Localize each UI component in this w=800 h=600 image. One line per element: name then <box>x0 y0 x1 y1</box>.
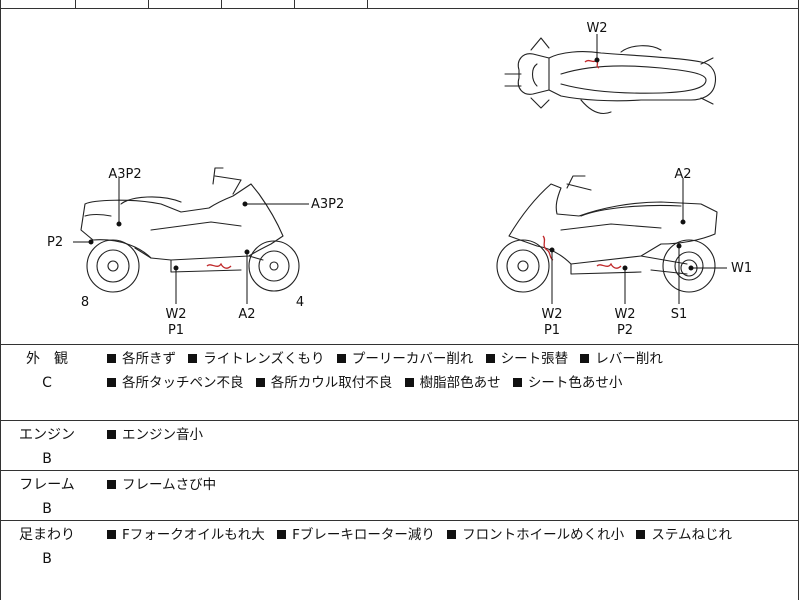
bullet-square-icon <box>107 480 116 489</box>
bullet-square-icon <box>107 530 116 539</box>
damage-mark <box>596 262 622 269</box>
bullet-square-icon <box>107 354 116 363</box>
damage-diagram-panel: W2 A3P2 A3P2 P2 W2 P1 A2 8 4 A2 W1 W2 P1… <box>1 8 799 345</box>
damage-code-label: A3P2 <box>108 167 141 182</box>
bullet-square-icon <box>636 530 646 539</box>
damage-code-label: A2 <box>238 307 255 322</box>
finding-item: フロントホイールめくれ小 <box>447 527 624 543</box>
scooter-top-view <box>504 37 717 115</box>
section-category: フレーム <box>19 477 75 493</box>
finding-item: シート色あせ小 <box>512 375 622 391</box>
bullet-square-icon <box>580 354 590 363</box>
section-label: フレーム B <box>1 473 93 521</box>
section-suspension: 足まわり B Fフォークオイルもれ大 Fブレーキローター減り フロントホイールめ… <box>1 521 799 600</box>
finding-item: プーリーカバー削れ <box>336 351 473 367</box>
bullet-square-icon <box>512 378 522 387</box>
finding-item: ライトレンズくもり <box>188 351 325 367</box>
damage-code-label: P2 <box>617 323 633 338</box>
finding-item: 各所カウル取付不良 <box>255 375 392 391</box>
finding-item: 樹脂部色あせ <box>404 375 501 391</box>
section-items: 各所きず ライトレンズくもり プーリーカバー削れ シート張替 レバー削れ 各所タ… <box>107 347 789 395</box>
header-cell <box>1 0 76 8</box>
header-cell <box>76 0 149 8</box>
damage-code-label: P1 <box>544 323 560 338</box>
bullet-square-icon <box>188 354 198 363</box>
section-items: フレームさび中 <box>107 473 789 497</box>
bullet-square-icon <box>107 430 116 439</box>
scooter-diagram: W2 A3P2 A3P2 P2 W2 P1 A2 8 4 A2 W1 W2 P1… <box>47 21 752 338</box>
section-grade: B <box>42 551 52 567</box>
section-label: 足まわり B <box>1 523 93 571</box>
finding-item: 各所タッチペン不良 <box>107 375 244 391</box>
section-category: 外 観 <box>26 351 68 367</box>
bullet-square-icon <box>255 378 265 387</box>
damage-mark <box>542 235 554 261</box>
header-cell <box>149 0 222 8</box>
finding-item: フレームさび中 <box>107 477 216 493</box>
damage-code-label: W2 <box>541 307 562 322</box>
section-frame: フレーム B フレームさび中 <box>1 471 799 521</box>
section-label: エンジン B <box>1 423 93 471</box>
bullet-square-icon <box>336 354 346 363</box>
header-cell <box>295 0 368 8</box>
section-category: 足まわり <box>19 527 75 543</box>
finding-item: シート張替 <box>485 351 568 367</box>
header-cell <box>222 0 295 8</box>
finding-item: ステムねじれ <box>636 527 732 543</box>
scooter-left-view <box>80 167 300 293</box>
section-grade: B <box>42 501 52 517</box>
damage-code-label: W1 <box>731 261 752 276</box>
bullet-square-icon <box>447 530 457 539</box>
damage-code-label: A2 <box>674 167 691 182</box>
section-category: エンジン <box>19 427 75 443</box>
finding-item: レバー削れ <box>580 351 663 367</box>
diagram-number: 4 <box>296 295 304 310</box>
finding-item: Fブレーキローター減り <box>277 527 435 543</box>
section-grade: B <box>42 451 52 467</box>
finding-item: 各所きず <box>107 351 176 367</box>
section-label: 外 観 C <box>1 347 93 395</box>
damage-marks <box>206 58 622 269</box>
damage-code-label: W2 <box>614 307 635 322</box>
section-grade: C <box>42 375 52 391</box>
scooter-right-view <box>496 175 718 293</box>
section-items: Fフォークオイルもれ大 Fブレーキローター減り フロントホイールめくれ小 ステム… <box>107 523 789 547</box>
finding-item: エンジン音小 <box>107 427 203 443</box>
damage-code-label: W2 <box>165 307 186 322</box>
damage-code-label: W2 <box>586 21 607 36</box>
bullet-square-icon <box>485 354 495 363</box>
section-engine: エンジン B エンジン音小 <box>1 421 799 471</box>
damage-code-label: P2 <box>47 235 63 250</box>
bullet-square-icon <box>107 378 116 387</box>
bullet-square-icon <box>277 530 287 539</box>
damage-code-label: P1 <box>168 323 184 338</box>
diagram-number: 8 <box>81 295 89 310</box>
damage-code-label: A3P2 <box>311 197 344 212</box>
leader-lines <box>73 34 727 304</box>
bullet-square-icon <box>404 378 414 387</box>
damage-mark <box>206 262 232 269</box>
finding-item: Fフォークオイルもれ大 <box>107 527 265 543</box>
section-exterior: 外 観 C 各所きず ライトレンズくもり プーリーカバー削れ シート張替 レバー… <box>1 345 799 421</box>
section-items: エンジン音小 <box>107 423 789 447</box>
damage-code-label: S1 <box>671 307 688 322</box>
header-strip <box>1 0 799 9</box>
